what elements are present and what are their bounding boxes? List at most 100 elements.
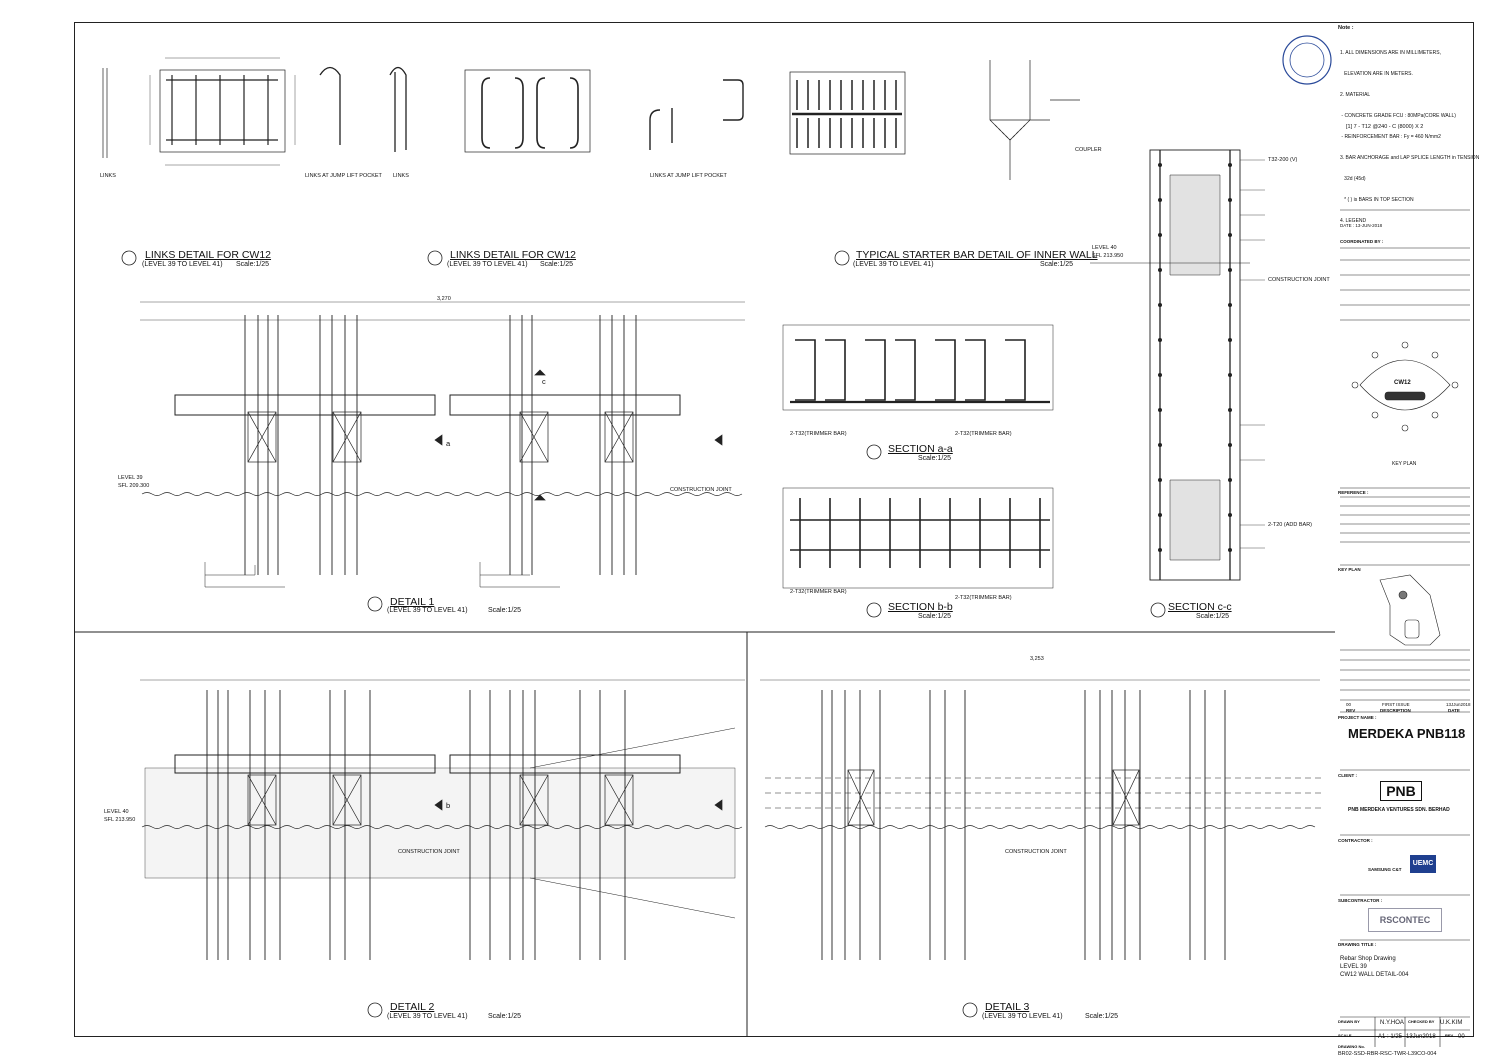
level-40-label: LEVEL 40 <box>104 809 129 815</box>
contractor-label: CONTRACTOR : <box>1338 838 1373 843</box>
construction-joint-4: CONSTRUCTION JOINT <box>1005 849 1067 855</box>
section-mark-c: c <box>542 377 546 386</box>
trimmer-label-2: 2-T32(TRIMMER BAR) <box>955 431 1012 437</box>
uemc-logo: UEMC <box>1410 855 1436 873</box>
section-bb-drawing <box>782 487 1054 589</box>
section-mark-a: a <box>446 439 451 448</box>
note-item: - REINFORCEMENT BAR : Fy = 460 N/mm2 <box>1340 134 1441 140</box>
coordinated-label: COORDINATED BY : <box>1340 239 1384 244</box>
site-plan-drawing <box>1379 574 1441 646</box>
sfl-40-label: SFL 213.950 <box>104 817 136 823</box>
drawing-number: BR02-SSD-RBR-RSC-TWR-L39CO-004 <box>1338 1051 1437 1057</box>
detail-1-level: (LEVEL 39 TO LEVEL 41) <box>387 607 468 614</box>
checked-by: U.K.KIM <box>1440 1020 1463 1026</box>
construction-joint-1: CONSTRUCTION JOINT <box>670 487 732 493</box>
links-label-b: LINKS <box>393 173 409 179</box>
rev-label: REV <box>1445 1033 1454 1038</box>
dim-3253: 3,253 <box>1030 656 1044 662</box>
note-item: 1. ALL DIMENSIONS ARE IN MILLIMETERS, <box>1340 50 1441 56</box>
detail-2-level: (LEVEL 39 TO LEVEL 41) <box>387 1013 468 1020</box>
level-40-top-label: LEVEL 40 <box>1092 245 1117 251</box>
links-detail-1-drawing <box>102 57 407 166</box>
check-date: DATE : 13-JUN-2018 <box>1340 223 1383 228</box>
starter-bar-level: (LEVEL 39 TO LEVEL 41) <box>853 261 934 268</box>
links-detail-2-level: (LEVEL 39 TO LEVEL 41) <box>447 261 528 268</box>
note-item: 3. BAR ANCHORAGE and LAP SPLICE LENGTH i… <box>1340 155 1480 161</box>
subcontractor-label: SUBCONTRACTOR : <box>1338 898 1383 903</box>
description-header: DESCRIPTION <box>1380 708 1411 713</box>
date-value: 13Jun2018 <box>1406 1034 1436 1040</box>
key-plan-cw12: CW12 <box>1394 380 1411 386</box>
checked-by-label: CHECKED BY <box>1408 1019 1435 1024</box>
drawn-by-label: DRAWN BY <box>1338 1019 1360 1024</box>
sfl-40-top-label: SFL 213.950 <box>1092 253 1124 259</box>
samsung-logo: SAMSUNG C&T <box>1368 867 1402 872</box>
rev-value: 00 <box>1458 1034 1465 1040</box>
note-item: * ( ) is BARS IN TOP SECTION <box>1340 197 1414 203</box>
links-detail-2-scale: Scale:1/25 <box>540 261 574 268</box>
drawing-title-2: LEVEL 39 <box>1340 964 1367 970</box>
level-39-label: LEVEL 39 <box>118 475 143 481</box>
links-detail-1-level: (LEVEL 39 TO LEVEL 41) <box>142 261 223 268</box>
detail-3-title: DETAIL 3 <box>985 1001 1030 1013</box>
client-logo: PNB <box>1380 781 1422 801</box>
trimmer-label-4: 2-T32(TRIMMER BAR) <box>955 595 1012 601</box>
trimmer-label-3: 2-T32(TRIMMER BAR) <box>790 589 847 595</box>
date-header: DATE <box>1448 708 1460 713</box>
section-aa-drawing <box>782 324 1054 411</box>
drawing-title-label: DRAWING TITLE : <box>1338 942 1377 947</box>
starter-bar-title: TYPICAL STARTER BAR DETAIL OF INNER WALL <box>856 249 1098 261</box>
detail-1-title: DETAIL 1 <box>390 596 435 608</box>
subcontractor-logo: RSCONTEC <box>1368 908 1442 932</box>
construction-joint-2: CONSTRUCTION JOINT <box>1268 277 1330 283</box>
note-item: ELEVATION ARE IN METERS. <box>1340 71 1413 77</box>
section-cc-drawing <box>1090 149 1265 581</box>
client-label: CLIENT : <box>1338 773 1357 778</box>
rev-row-number: 00 <box>1346 702 1352 707</box>
detail-3-scale: Scale:1/25 <box>1085 1013 1119 1020</box>
t32-label: T32-200 (V) <box>1268 157 1298 163</box>
project-name-label: PROJECT NAME : <box>1338 715 1377 720</box>
links-detail-1-title: LINKS DETAIL FOR CW12 <box>145 249 272 261</box>
section-aa-scale: Scale:1/25 <box>918 455 952 462</box>
links-jump-label: LINKS AT JUMP LIFT POCKET <box>305 173 382 179</box>
links-jump-label-2: LINKS AT JUMP LIFT POCKET <box>650 173 727 179</box>
note-item: 4. LEGEND <box>1340 218 1367 224</box>
detail-2-scale: Scale:1/25 <box>488 1013 522 1020</box>
key-plan-drawing <box>1351 341 1459 432</box>
note-item: - CONCRETE GRADE FCU : 80MPa(CORE WALL) <box>1340 113 1456 119</box>
section-cc-scale: Scale:1/25 <box>1196 613 1230 620</box>
detail-2-title: DETAIL 2 <box>390 1001 435 1013</box>
trimmer-label-1: 2-T32(TRIMMER BAR) <box>790 431 847 437</box>
sfl-39-label: SFL 209.300 <box>118 483 150 489</box>
links-detail-2-drawing <box>464 69 744 153</box>
detail-3-level: (LEVEL 39 TO LEVEL 41) <box>982 1013 1063 1020</box>
section-cc-title: SECTION c-c <box>1168 601 1232 613</box>
detail-1-drawing <box>140 301 745 588</box>
key-plan-label: KEY PLAN <box>1392 461 1417 467</box>
add-bar-label: 2-T20 (ADD BAR) <box>1268 522 1313 528</box>
notes-list: 1. ALL DIMENSIONS ARE IN MILLIMETERS, EL… <box>1340 36 1479 232</box>
drawing-sheet <box>74 22 1474 1037</box>
section-bb-scale: Scale:1/25 <box>918 613 952 620</box>
scale-value: A1 : 1/25 <box>1378 1034 1403 1040</box>
section-mark-b: b <box>446 801 451 810</box>
section-bb-title: SECTION b-b <box>888 601 953 613</box>
construction-joint-3: CONSTRUCTION JOINT <box>398 849 460 855</box>
scale-label: SCALE <box>1338 1033 1352 1038</box>
starter-bar-scale: Scale:1/25 <box>1040 261 1074 268</box>
links-detail-1-scale: Scale:1/25 <box>236 261 270 268</box>
notes-heading: Note : <box>1338 25 1354 31</box>
drawing-number-label: DRAWING No. <box>1338 1044 1365 1049</box>
titleblock-lines <box>1340 209 1470 1047</box>
drawing-title-1: Rebar Shop Drawing <box>1340 956 1396 962</box>
starter-bar-drawing <box>789 60 1080 180</box>
dim-3270: 3,270 <box>437 296 451 302</box>
reference-label: REFERENCE : <box>1338 490 1369 495</box>
rev-row-description: FIRST ISSUE <box>1382 702 1410 707</box>
note-item: 2. MATERIAL <box>1340 92 1371 98</box>
drawing-title-3: CW12 WALL DETAIL-004 <box>1340 972 1409 978</box>
links-detail-2-title: LINKS DETAIL FOR CW12 <box>450 249 577 261</box>
note-item: 32d (45d) <box>1340 176 1366 182</box>
